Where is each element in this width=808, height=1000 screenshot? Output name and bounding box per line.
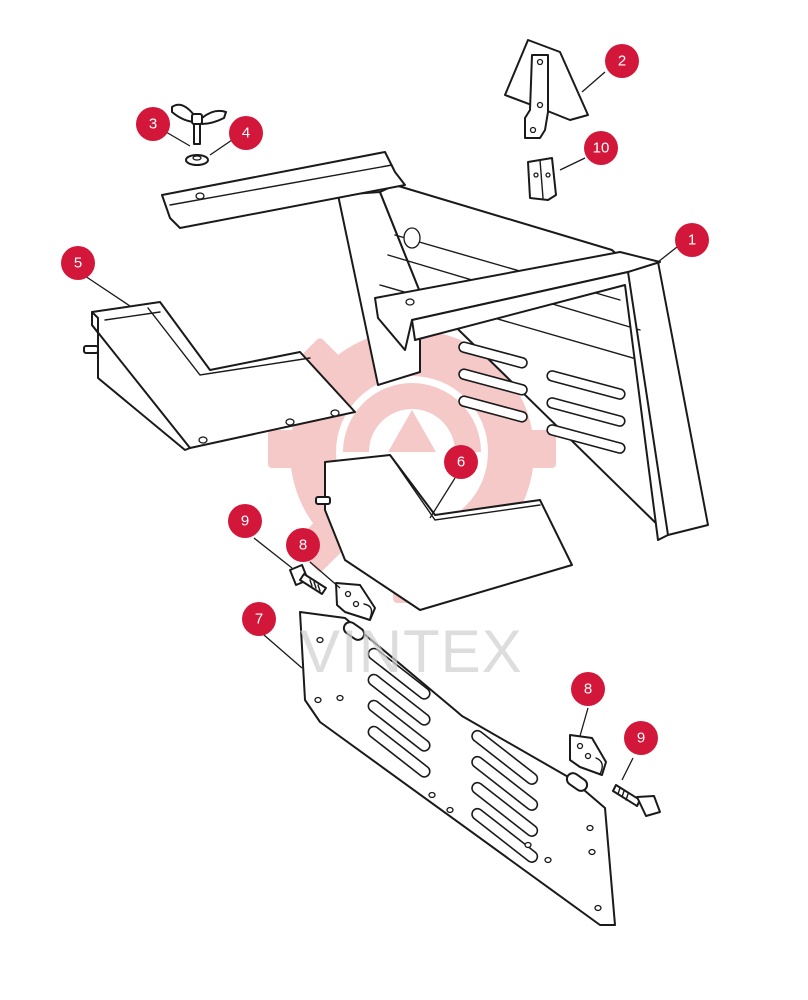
callout-8-upper: 8	[286, 528, 320, 562]
callout-2: 2	[605, 44, 639, 78]
callout-5: 5	[61, 246, 95, 280]
svg-text:5: 5	[74, 255, 82, 272]
callout-1: 1	[675, 223, 709, 257]
svg-text:7: 7	[255, 611, 263, 628]
watermark-text: VINTEX	[300, 618, 523, 685]
svg-text:10: 10	[593, 140, 610, 157]
bracket-plate-part	[504, 39, 589, 139]
callout-10: 10	[584, 131, 618, 165]
base-plate-part	[299, 611, 616, 926]
left-side-panel-part	[83, 301, 356, 451]
callout-7: 7	[242, 602, 276, 636]
callout-9-lower: 9	[624, 721, 658, 755]
right-side-panel-part	[315, 454, 573, 611]
callout-6: 6	[444, 445, 478, 479]
svg-text:8: 8	[584, 681, 592, 698]
svg-text:8: 8	[299, 537, 307, 554]
callout-3: 3	[136, 107, 170, 141]
callout-9-upper: 9	[228, 504, 262, 538]
callout-4: 4	[229, 116, 263, 150]
wing-bolt-part	[171, 103, 227, 145]
clip-part	[527, 157, 557, 201]
nut-part	[185, 154, 209, 166]
svg-text:6: 6	[457, 454, 465, 471]
bolt-lower-part	[612, 784, 661, 817]
svg-text:3: 3	[149, 116, 157, 133]
svg-text:4: 4	[242, 125, 250, 142]
svg-text:9: 9	[637, 730, 645, 747]
bolt-upper-part	[289, 564, 327, 595]
frame-part	[161, 151, 709, 541]
callout-8-lower: 8	[571, 672, 605, 706]
svg-text:9: 9	[241, 513, 249, 530]
leader-lines	[84, 71, 678, 781]
hinge-bracket-upper-part	[335, 582, 376, 621]
svg-text:1: 1	[688, 232, 696, 249]
svg-text:2: 2	[618, 53, 626, 70]
hinge-bracket-lower-part	[569, 734, 607, 776]
